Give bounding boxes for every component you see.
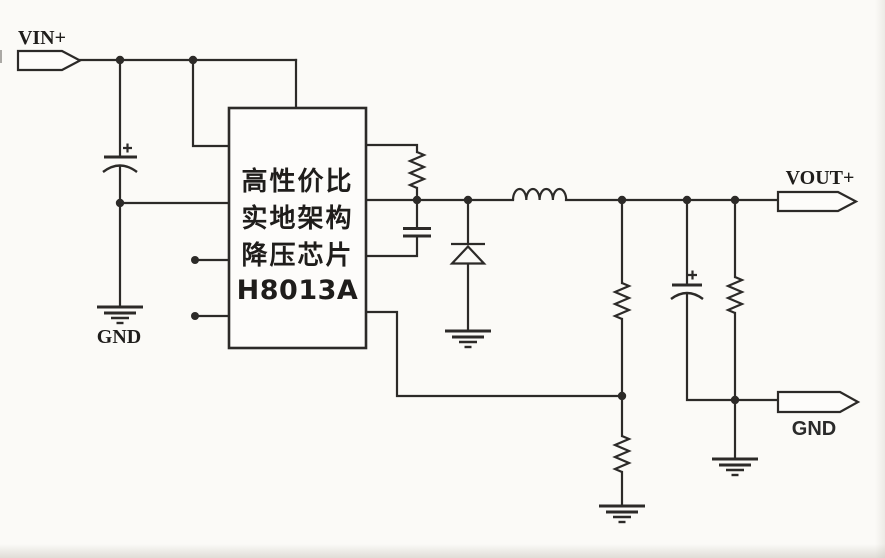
input-cap-bottom-plate	[102, 164, 138, 173]
junction-dot	[617, 391, 627, 401]
ic-text-line2: 实地架构	[241, 203, 353, 234]
wire-chip-fb	[364, 310, 624, 398]
input-ground-symbol: GND	[97, 305, 143, 348]
output-resistor	[725, 275, 745, 315]
feedback-ground-symbol	[599, 504, 645, 524]
wire-output-cap-to-gnd-node	[685, 292, 737, 402]
junction-dots	[115, 55, 740, 405]
vout-connector-shape	[776, 190, 859, 213]
vin-connector: VIN+	[16, 27, 83, 72]
junction-dot	[412, 195, 422, 205]
diode-ground-symbol	[445, 329, 491, 349]
output-ground-symbol	[712, 457, 758, 477]
gnd-output-label: GND	[792, 418, 836, 440]
gnd-input-label: GND	[97, 326, 141, 348]
junction-dot	[617, 195, 627, 205]
gnd-connector: GND	[776, 390, 861, 440]
feedback-resistor-lower	[612, 434, 632, 474]
ic-body	[227, 106, 368, 350]
ic-part-number: H8013A	[237, 275, 359, 306]
buck-converter-ic: 高性价比 实地架构 降压芯片 H8013A	[227, 106, 368, 350]
wire-bst-cap-to-chip	[364, 236, 419, 258]
vout-connector: VOUT+	[776, 167, 859, 213]
junction-dot	[463, 195, 473, 205]
freewheeling-diode	[449, 242, 487, 265]
junction-dot	[115, 198, 125, 208]
junction-dot	[730, 395, 740, 405]
ic-text-line3: 降压芯片	[241, 241, 353, 271]
junction-dot	[188, 55, 198, 65]
output-inductor	[511, 187, 568, 201]
input-polarized-capacitor	[102, 143, 138, 173]
wire-vin-to-chip-left	[191, 58, 231, 148]
bootstrap-resistor	[407, 150, 427, 190]
wires	[78, 58, 780, 508]
pin-dot	[191, 256, 199, 264]
vin-label: VIN+	[18, 27, 66, 49]
output-cap-plus-icon	[688, 270, 697, 280]
diode-anode-triangle	[449, 244, 487, 265]
feedback-resistor-upper	[612, 281, 632, 321]
output-cap-bottom-plate	[670, 291, 704, 300]
gnd-connector-shape	[776, 390, 861, 414]
output-polarized-capacitor	[670, 270, 704, 300]
junction-dot	[115, 55, 125, 65]
junction-dot	[730, 195, 740, 205]
wire-chip-to-bst-resistor	[364, 143, 419, 154]
bootstrap-capacitor	[403, 227, 431, 238]
ic-text-line1: 高性价比	[241, 166, 353, 197]
vin-connector-shape	[16, 49, 83, 72]
input-cap-plus-icon	[123, 143, 132, 153]
junction-dot	[682, 195, 692, 205]
pin-dot	[191, 312, 199, 320]
vout-label: VOUT+	[786, 167, 855, 189]
